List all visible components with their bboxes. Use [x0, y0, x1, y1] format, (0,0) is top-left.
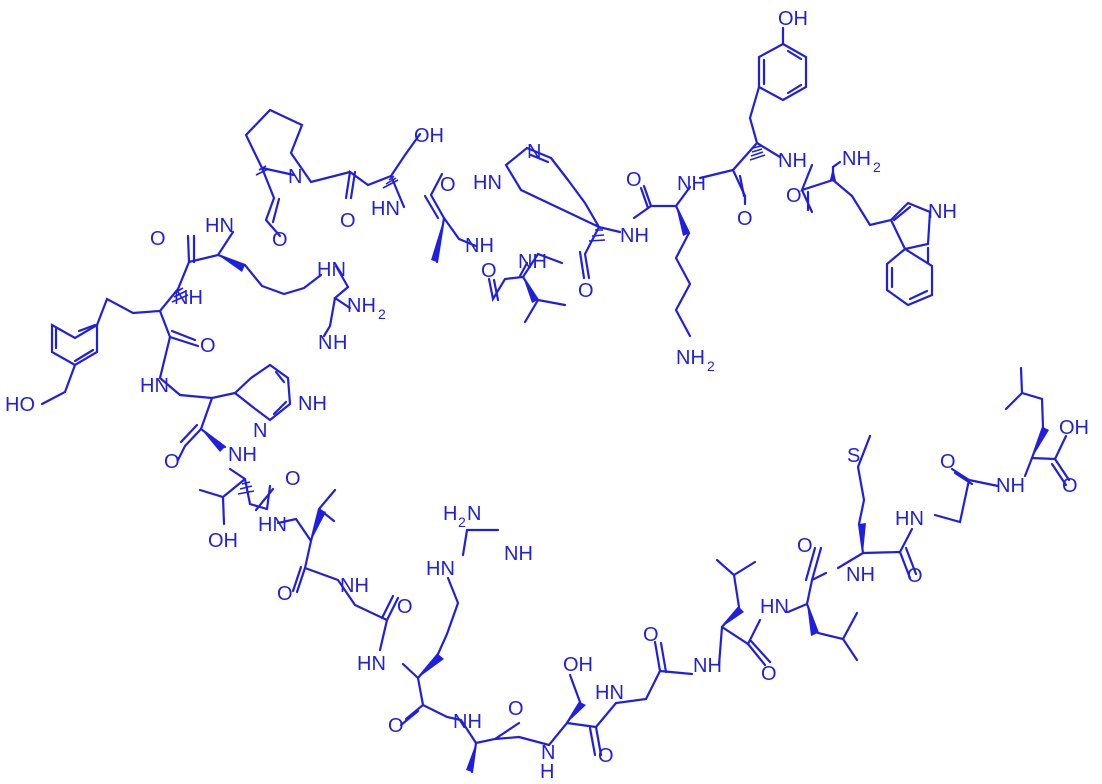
atom-label: O [508, 698, 524, 720]
atom-label: O [285, 468, 301, 490]
atom-label: NH [174, 287, 203, 309]
atom-label: 2 [873, 159, 881, 175]
atom-label: HN [895, 508, 924, 530]
atom-label: O [340, 210, 356, 232]
atom-label: N [541, 742, 555, 764]
atom-label: HN [371, 198, 400, 220]
atom-label: O [397, 596, 413, 618]
atom-label: NH [347, 295, 376, 317]
atom-label: O [164, 451, 180, 473]
atom-label: O [907, 565, 923, 587]
atom-label: HN [317, 259, 346, 281]
atom-labels: OH NH 2 NH NH O NH O O NH HN N NH 2 NH O… [5, 8, 1089, 783]
atom-label: HO [5, 394, 35, 416]
atom-label: HN [595, 682, 624, 704]
atom-label: O [150, 228, 166, 250]
atom-label: O [940, 451, 956, 473]
atom-label: HN [357, 653, 386, 675]
atom-label: NH [676, 347, 705, 369]
atom-label: 2 [458, 514, 466, 530]
atom-label: OH [778, 8, 808, 30]
atom-label: NH [620, 225, 649, 247]
atom-label: N [318, 332, 332, 354]
atom-label: O [761, 663, 777, 685]
bond-skeleton [40, 26, 1071, 774]
atom-label: OH [208, 530, 238, 552]
atom-label: NH [340, 575, 369, 597]
atom-label: NH [465, 235, 494, 257]
stereo-wedges [171, 145, 1049, 772]
atom-label: HN [140, 375, 169, 397]
atom-label: HN [426, 558, 455, 580]
atom-label: N [467, 503, 481, 525]
atom-label: O [797, 535, 813, 557]
atom-label: OH [414, 125, 444, 147]
atom-label: NH [842, 148, 871, 170]
atom-label: O [626, 169, 642, 191]
atom-label: NH [504, 543, 533, 565]
atom-label: S [847, 445, 860, 467]
atom-label: NH [298, 393, 327, 415]
atom-label: NH [518, 251, 547, 273]
atom-label: O [578, 280, 594, 302]
atom-label: NH [677, 173, 706, 195]
atom-label: NH [228, 444, 257, 466]
atom-label: H [443, 503, 457, 525]
atom-label: 2 [707, 358, 715, 374]
atom-label: H [333, 332, 347, 354]
atom-label: O [272, 229, 288, 251]
atom-label: O [388, 715, 404, 737]
atom-label: NH [453, 711, 482, 733]
atom-label: 2 [378, 306, 386, 322]
atom-label: HN [258, 514, 287, 536]
atom-label: NH [996, 475, 1025, 497]
atom-label: O [277, 583, 293, 605]
atom-label: O [440, 174, 456, 196]
atom-label: N [288, 166, 302, 188]
atom-label: N [527, 141, 541, 163]
atom-label: HN [760, 596, 789, 618]
atom-label: O [200, 335, 216, 357]
atom-label: O [481, 260, 497, 282]
atom-label: O [643, 624, 659, 646]
atom-label: NH [928, 201, 957, 223]
atom-label: NH [846, 564, 875, 586]
atom-label: NH [693, 655, 722, 677]
atom-label: OH [563, 654, 593, 676]
atom-label: O [737, 208, 753, 230]
atom-label: N [253, 420, 267, 442]
atom-label: OH [1059, 417, 1089, 439]
atom-label: NH [778, 150, 807, 172]
atom-label: O [598, 745, 614, 767]
atom-label: O [786, 185, 802, 207]
atom-label: H [540, 761, 554, 783]
atom-label: O [1062, 475, 1078, 497]
atom-label: HN [205, 215, 234, 237]
atom-label: HN [473, 172, 502, 194]
